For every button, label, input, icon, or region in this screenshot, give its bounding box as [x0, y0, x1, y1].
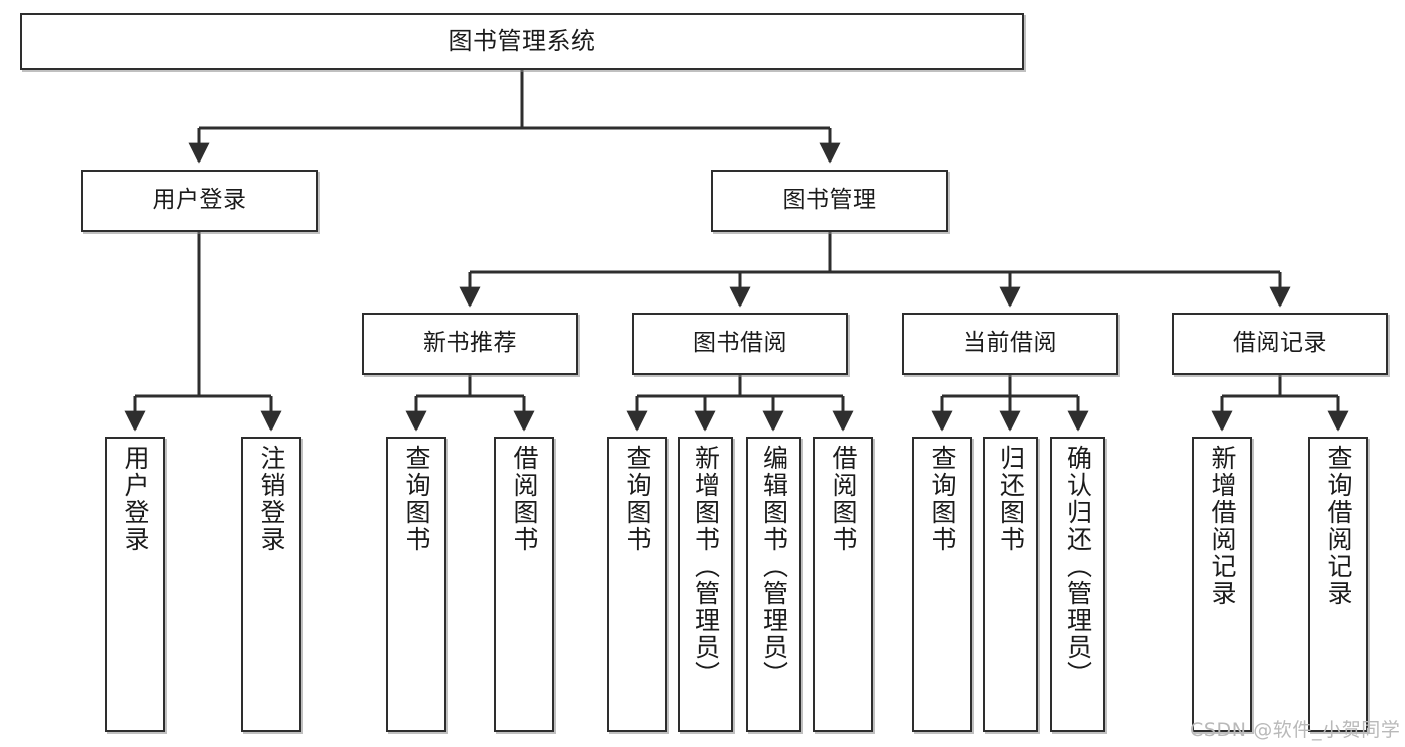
- node-label: 图书管理系统: [448, 27, 596, 56]
- node-label: 借阅图书: [510, 445, 539, 553]
- node-label: 查询借阅记录: [1324, 445, 1353, 607]
- leaf-borrow-borrow-book[interactable]: 借阅图书: [813, 437, 873, 732]
- leaf-current-query-book[interactable]: 查询图书: [912, 437, 972, 732]
- node-label: 图书管理: [782, 187, 877, 214]
- node-label: 借阅记录: [1233, 330, 1327, 357]
- node-label: 用户登录: [152, 187, 247, 214]
- node-label: 新书推荐: [423, 330, 517, 357]
- node-label: 借阅图书: [829, 445, 858, 553]
- node-label: 新增图书（管理员）: [691, 445, 721, 688]
- leaf-current-return-book[interactable]: 归还图书: [983, 437, 1038, 732]
- node-label: 查询图书: [623, 445, 652, 553]
- node-label: 查询图书: [402, 445, 431, 553]
- node-label: 注销登录: [257, 445, 286, 553]
- node-user-login[interactable]: 用户登录: [81, 170, 318, 232]
- node-label: 编辑图书（管理员）: [759, 445, 789, 688]
- leaf-record-add-borrow-record[interactable]: 新增借阅记录: [1192, 437, 1252, 732]
- node-new-book-recommend[interactable]: 新书推荐: [362, 313, 578, 375]
- leaf-record-query-borrow-record[interactable]: 查询借阅记录: [1308, 437, 1368, 732]
- node-book-management[interactable]: 图书管理: [711, 170, 948, 232]
- leaf-current-confirm-return-admin[interactable]: 确认归还（管理员）: [1050, 437, 1105, 732]
- leaf-user-login-signin[interactable]: 用户登录: [105, 437, 165, 732]
- leaf-recommend-query-book[interactable]: 查询图书: [386, 437, 446, 732]
- leaf-recommend-borrow-book[interactable]: 借阅图书: [494, 437, 554, 732]
- node-label: 新增借阅记录: [1208, 445, 1237, 607]
- csdn-watermark: CSDN @软件_小贺同学: [1190, 719, 1401, 741]
- leaf-borrow-add-book-admin[interactable]: 新增图书（管理员）: [678, 437, 733, 732]
- node-current-borrow[interactable]: 当前借阅: [902, 313, 1118, 375]
- leaf-borrow-edit-book-admin[interactable]: 编辑图书（管理员）: [746, 437, 801, 732]
- node-label: 确认归还（管理员）: [1063, 445, 1093, 688]
- node-book-borrow[interactable]: 图书借阅: [632, 313, 848, 375]
- node-label: 查询图书: [928, 445, 957, 553]
- node-label: 归还图书: [996, 445, 1026, 553]
- node-label: 图书借阅: [693, 330, 787, 357]
- node-borrow-record[interactable]: 借阅记录: [1172, 313, 1388, 375]
- node-label: 当前借阅: [963, 330, 1057, 357]
- leaf-user-login-signout[interactable]: 注销登录: [241, 437, 301, 732]
- node-root-system[interactable]: 图书管理系统: [20, 13, 1024, 70]
- node-label: 用户登录: [121, 445, 150, 553]
- leaf-borrow-query-book[interactable]: 查询图书: [607, 437, 667, 732]
